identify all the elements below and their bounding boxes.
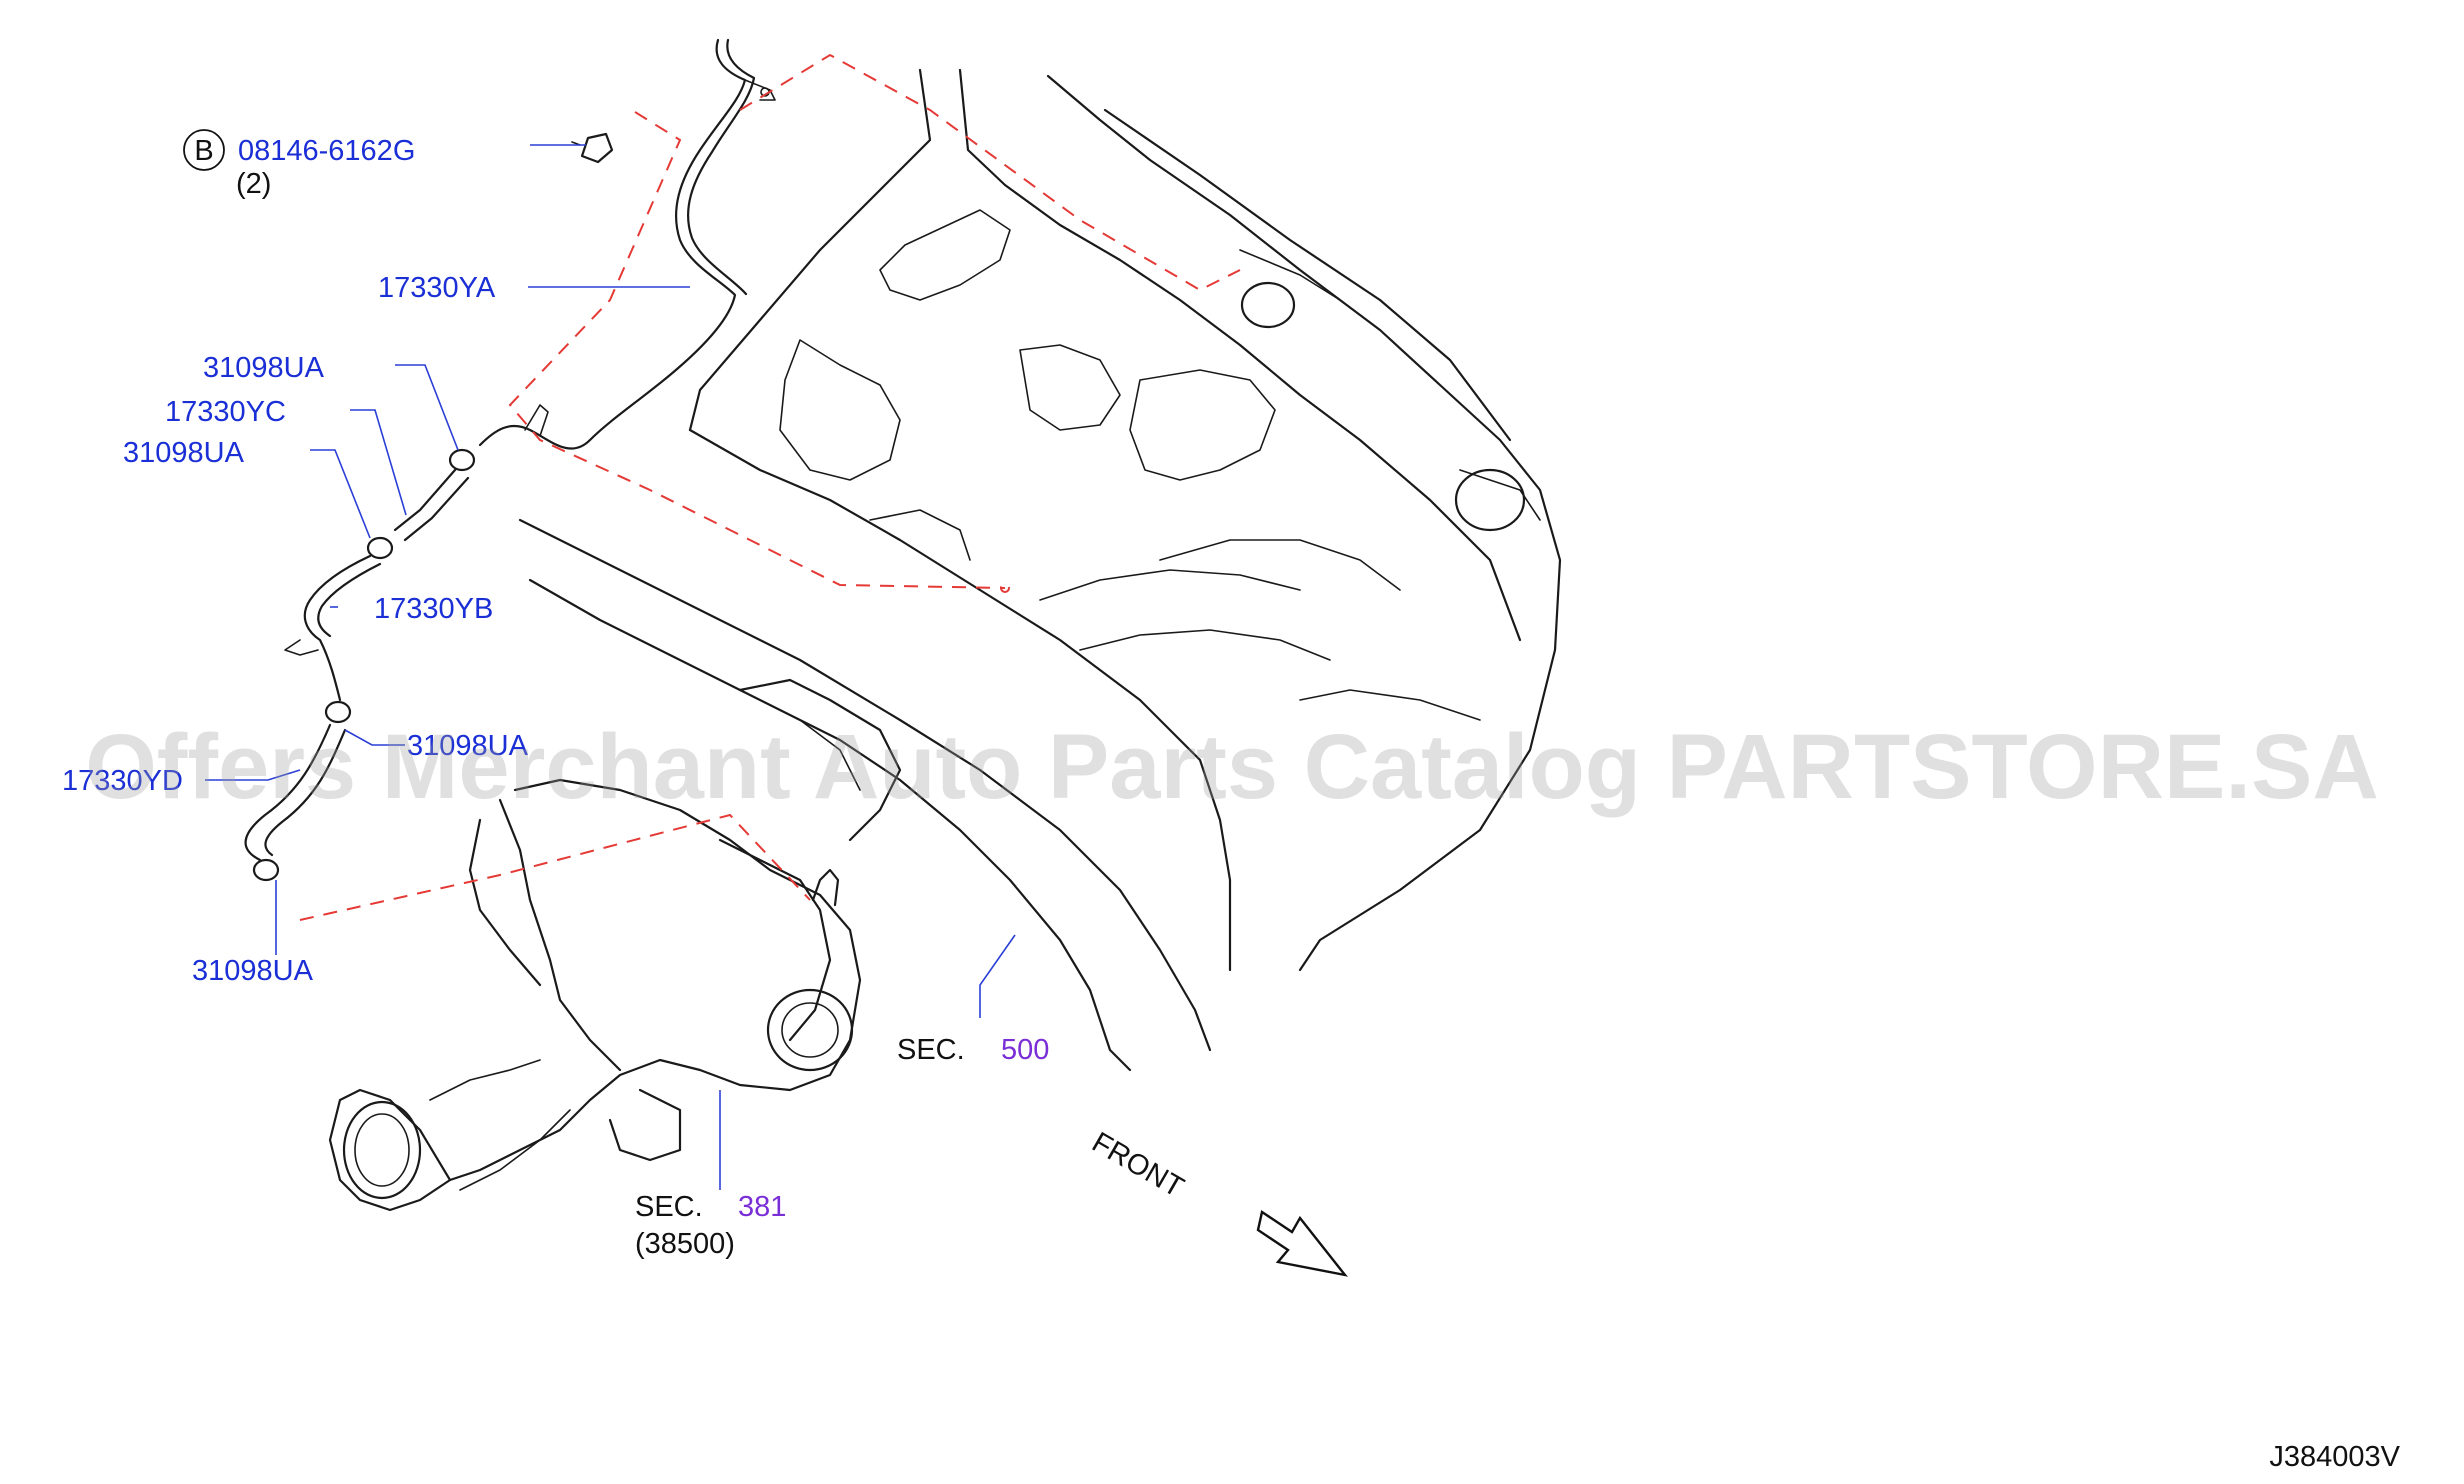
sec-381-prefix: SEC. bbox=[635, 1191, 703, 1223]
front-arrow-icon bbox=[1256, 1210, 1348, 1277]
diagram-code: J384003V bbox=[2269, 1441, 2400, 1473]
breather-tube-17330ya bbox=[478, 38, 776, 450]
bolt-08146-6162g bbox=[571, 132, 614, 164]
differential-housing bbox=[328, 678, 902, 1212]
clamp-31098ua-lower bbox=[324, 700, 352, 724]
label-17330yc: 17330YC bbox=[165, 396, 286, 428]
section-381-callout: SEC. 381 (38500) bbox=[635, 1191, 786, 1260]
label-17330yb: 17330YB bbox=[374, 593, 493, 625]
bolt-callout: B 08146-6162G (2) bbox=[183, 129, 415, 200]
leader-lines bbox=[205, 144, 1016, 1190]
rear-floor-panel bbox=[518, 68, 1562, 1072]
label-17330yd: 17330YD bbox=[62, 765, 183, 797]
sec-381-number: 381 bbox=[738, 1191, 786, 1223]
label-17330ya: 17330YA bbox=[378, 272, 496, 304]
dashed-reference-lines bbox=[299, 53, 1241, 921]
clamp-31098ua-mid bbox=[366, 536, 394, 560]
bolt-part-number: 08146-6162G bbox=[238, 135, 415, 167]
front-label: FRONT bbox=[1087, 1126, 1190, 1204]
bolt-quantity: (2) bbox=[236, 168, 271, 200]
hose-17330yc bbox=[393, 468, 470, 542]
hose-17330yd bbox=[244, 723, 347, 862]
label-31098ua-lower: 31098UA bbox=[407, 730, 529, 762]
breather-tube-17330yb bbox=[284, 554, 382, 702]
label-31098ua-top: 31098UA bbox=[203, 352, 325, 384]
bolt-circle-marker bbox=[183, 129, 225, 171]
sec-500-number: 500 bbox=[1001, 1034, 1049, 1066]
bolt-circle-letter: B bbox=[194, 135, 213, 167]
label-31098ua-mid: 31098UA bbox=[123, 437, 245, 469]
sec-381-subnumber: (38500) bbox=[635, 1228, 735, 1260]
front-direction-indicator: FRONT bbox=[1087, 1126, 1348, 1277]
section-500-callout: SEC. 500 bbox=[897, 1034, 1049, 1066]
watermark-text: Offers Merchant Auto Parts Catalog PARTS… bbox=[85, 716, 2379, 818]
label-31098ua-bottom: 31098UA bbox=[192, 955, 314, 987]
sec-500-prefix: SEC. bbox=[897, 1034, 965, 1066]
clamp-31098ua-top bbox=[448, 448, 476, 472]
clamp-31098ua-bottom bbox=[252, 858, 280, 882]
